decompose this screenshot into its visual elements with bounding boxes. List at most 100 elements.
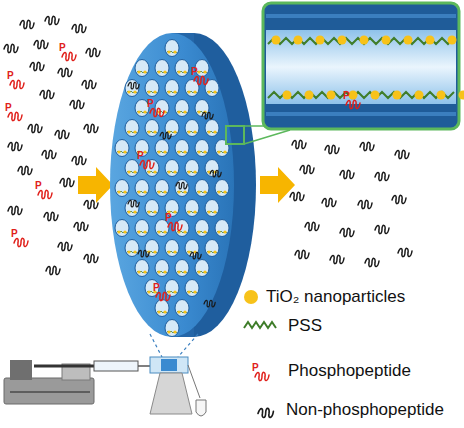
pss-chain [117, 151, 127, 153]
pore [125, 200, 139, 217]
pore-opening [205, 160, 219, 177]
peptide-icon [84, 254, 98, 262]
pss-chain [157, 311, 167, 313]
peptide-icon [4, 44, 18, 52]
pss-chain [157, 271, 167, 273]
tio2-particle [338, 36, 347, 45]
tio2-particle [223, 230, 226, 233]
tio2-particle [147, 130, 150, 133]
legend-text: TiO₂ nanoparticles [266, 287, 405, 307]
peptide-icon [176, 182, 187, 189]
pore [135, 60, 149, 77]
pss-chain [137, 111, 147, 113]
tio2-particle [157, 270, 160, 273]
pss-chain [157, 71, 167, 73]
phosphopeptide-icon [156, 292, 170, 300]
legend-text: Non-phosphopeptide [286, 400, 444, 420]
tio2-particle [193, 130, 196, 133]
pss-chain [157, 111, 167, 113]
tio2-particle [177, 70, 180, 73]
tio2-particle [223, 190, 226, 193]
pss-chain [177, 271, 187, 273]
pore-opening [115, 180, 129, 197]
pore-opening [195, 100, 209, 117]
tio2-particle [173, 170, 176, 173]
tio2-particle [167, 50, 170, 53]
tio2-particle [294, 36, 303, 45]
tio2-particle [157, 70, 160, 73]
pss-chain [117, 191, 127, 193]
tio2-particle [167, 170, 170, 173]
tio2-particle [415, 91, 424, 100]
pore [215, 220, 229, 237]
tio2-particle [127, 90, 130, 93]
pore-opening [155, 260, 169, 277]
pss-chain [197, 191, 207, 193]
pore [145, 200, 159, 217]
pss-chain [207, 211, 217, 213]
pore [195, 220, 209, 237]
tio2-particle [117, 150, 120, 153]
pore-opening [205, 200, 219, 217]
phosphopeptide-icon [38, 190, 52, 198]
pss-chain [217, 231, 227, 233]
phosphopeptide-icon [168, 222, 182, 230]
tio2-particle [177, 310, 180, 313]
phosphopeptide-icon [8, 112, 22, 120]
pss-chain [167, 251, 177, 253]
tio2-particle [187, 170, 190, 173]
pore [195, 180, 209, 197]
zoom-inset [263, 3, 459, 129]
pss-chain [197, 151, 207, 153]
peptide-icon [8, 206, 22, 214]
pore-opening [155, 300, 169, 317]
peptide-icon [44, 212, 58, 220]
pore [195, 260, 209, 277]
pss-chain [187, 291, 197, 293]
pore-opening [175, 100, 189, 117]
pss-chain [167, 291, 177, 293]
phospho-mark: P [5, 103, 12, 113]
pss-chain [147, 91, 157, 93]
tio2-particle [133, 90, 136, 93]
pore [145, 240, 159, 257]
tio2-particle [213, 250, 216, 253]
tio2-particle [127, 170, 130, 173]
pore-opening [155, 60, 169, 77]
pss-chain-group [268, 36, 464, 100]
peptide-icon [40, 90, 54, 98]
tio2-particle [163, 150, 166, 153]
pore-opening [165, 40, 179, 57]
pss-chain [187, 131, 197, 133]
peptide-icon [358, 200, 372, 208]
leader-line [244, 125, 265, 127]
pss-chain [207, 131, 217, 133]
pss-chain [167, 171, 177, 173]
pss-chain [167, 51, 177, 53]
peptide-icon [340, 228, 354, 236]
phospho-mark: P [153, 283, 160, 293]
pore-group [115, 40, 229, 337]
tio2-particle [137, 230, 140, 233]
tio2-particle [426, 36, 435, 45]
tio2-particle [153, 130, 156, 133]
pss-chain [187, 211, 197, 213]
tio2-particle [197, 70, 200, 73]
tio2-particle [197, 110, 200, 113]
tio2-particle [173, 210, 176, 213]
peptide-icon [395, 150, 409, 158]
phosphopeptide-icon [140, 160, 154, 168]
pss-chain [177, 111, 187, 113]
tio2-particle [137, 270, 140, 273]
peptide-icon [210, 170, 221, 177]
pore [165, 40, 179, 57]
tio2-particle [173, 330, 176, 333]
tio2-particle [127, 210, 130, 213]
tio2-particle [177, 190, 180, 193]
pss-chain [127, 91, 137, 93]
tio2-particle [183, 190, 186, 193]
pss-chain [147, 251, 157, 253]
tio2-particle [193, 210, 196, 213]
peptide-icon [30, 62, 44, 70]
